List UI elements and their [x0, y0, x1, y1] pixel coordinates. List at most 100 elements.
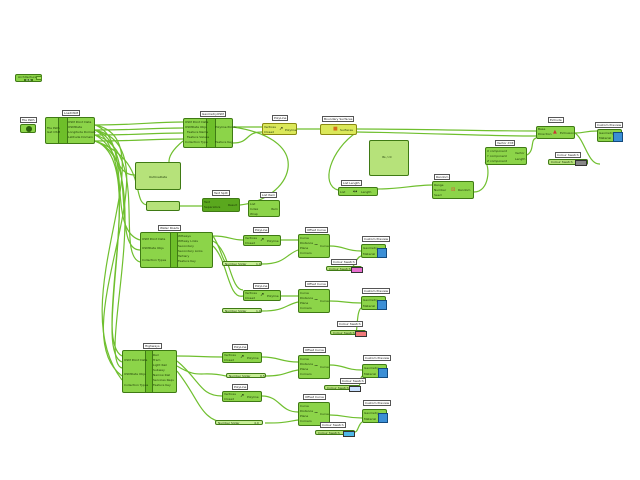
vector-in-z[interactable]: Z component [487, 159, 507, 163]
highways-node[interactable]: OSM Point Data OSMData Objs Collection T… [122, 350, 177, 393]
custom-preview-d-material[interactable]: Material [364, 417, 377, 421]
list-length-node[interactable]: List ↔ Length [338, 187, 378, 196]
polyline-c-in-vertices[interactable]: Vertices [224, 353, 236, 357]
custom-preview-d-node[interactable]: Geometry Material [362, 409, 388, 423]
highways-out-6[interactable]: Feature Key [153, 383, 171, 387]
custom-preview-c-node[interactable]: Geometry Material [362, 364, 388, 378]
geometry-in-1[interactable]: OSMData Objs [185, 125, 207, 129]
polyline-d-in-vertices[interactable]: Vertices [224, 392, 236, 396]
custom-preview-b-geometry[interactable]: Geometry [363, 298, 378, 302]
colour-swatch-top-node[interactable]: Colour Swatch [548, 159, 588, 166]
highways-out-0[interactable]: Rail [153, 353, 159, 357]
list-item-in-index[interactable]: Index [250, 207, 259, 211]
custom-preview-top-in-material[interactable]: Material [599, 136, 612, 140]
number-slider-c[interactable]: Number Slider 0.5 [226, 373, 266, 378]
highways-out-4[interactable]: Narrow Rail [153, 373, 171, 377]
geometry-in-3[interactable]: Feature Values [187, 135, 210, 139]
polyline-b-out[interactable]: Polyline [267, 294, 279, 298]
offset-b-in-plane[interactable]: Plane [300, 301, 309, 305]
load-osm-node[interactable]: File Path Get OSM OSM Point Data OSMData… [45, 117, 96, 144]
list-item-node[interactable]: List Index Wrap Item [248, 200, 280, 217]
polyline-d-in-closed[interactable]: Closed [224, 397, 235, 401]
offset-c-node[interactable]: Curve Distance Plane Corners ∽ Curve [298, 355, 330, 379]
text-split-in-text[interactable]: Text [204, 200, 211, 204]
load-osm-input-get[interactable]: Get OSM [47, 130, 61, 134]
load-osm-input-file[interactable]: File Path [47, 126, 60, 130]
custom-preview-a-node[interactable]: Geometry Material [361, 244, 387, 258]
colour-swatch-a-color[interactable] [351, 267, 363, 273]
highways-out-3[interactable]: Subway [153, 368, 165, 372]
water-roads-in-0[interactable]: OSM Point Data [142, 237, 166, 241]
highways-out-1[interactable]: Tram [153, 358, 161, 362]
text-split-out[interactable]: Result [228, 203, 238, 207]
water-roads-out-5[interactable]: Feature Key [178, 259, 196, 263]
offset-b-in-curve[interactable]: Curve [300, 291, 309, 295]
offset-a-node[interactable]: Curve Distance Plane Corners ∽ Curve [298, 234, 330, 258]
polyline-c-out[interactable]: Polyline [247, 356, 259, 360]
random-out[interactable]: Random [458, 188, 471, 192]
colour-swatch-a[interactable]: Colour Swatch [326, 266, 363, 273]
list-item-in-list[interactable]: List [250, 202, 256, 206]
custom-preview-b-material[interactable]: Material [363, 304, 376, 308]
geometry-in-4[interactable]: Collection Type [185, 140, 208, 144]
polyline-top-out[interactable]: Polyline [285, 128, 297, 132]
offset-b-in-distance[interactable]: Distance [300, 296, 314, 300]
water-roads-out-4[interactable]: Tertiary [178, 254, 190, 258]
list-length-out[interactable]: Length [361, 190, 372, 194]
offset-a-out[interactable]: Curve [320, 244, 329, 248]
small-text-panel[interactable] [146, 201, 180, 211]
polyline-a-in-closed[interactable]: Closed [245, 241, 256, 245]
polyline-a-out[interactable]: Polyline [267, 239, 279, 243]
offset-d-in-corners[interactable]: Corners [300, 419, 312, 423]
custom-preview-top-in-geometry[interactable]: Geometry [599, 131, 614, 135]
polyline-a-node[interactable]: Vertices Closed ↗ Polyline [243, 235, 281, 246]
number-slider-a[interactable]: Number Slider 1.0 [222, 261, 262, 266]
list-length-in[interactable]: List [340, 190, 346, 194]
custom-preview-d-geometry[interactable]: Geometry [364, 411, 379, 415]
colour-swatch-d[interactable]: Colour Swatch [315, 430, 355, 437]
offset-d-in-distance[interactable]: Distance [300, 409, 314, 413]
water-roads-out-2[interactable]: Secondary [178, 244, 194, 248]
list-item-out[interactable]: Item [271, 207, 278, 211]
polyline-c-node[interactable]: Vertices Closed ↗ Polyline [222, 352, 262, 363]
highways-in-1[interactable]: OSMData Objs [124, 372, 146, 376]
random-in-number[interactable]: Number [434, 188, 447, 192]
boundary-out[interactable]: Surfaces [340, 128, 353, 132]
colour-swatch-b[interactable]: Colour Swatch [330, 330, 367, 337]
colour-swatch-c[interactable]: Colour Swatch [324, 385, 361, 392]
extrude-in-base[interactable]: Base [538, 127, 546, 131]
polyline-b-in-vertices[interactable]: Vertices [245, 291, 257, 295]
water-roads-out-1[interactable]: WHway Links [178, 239, 198, 243]
architecture-toggle[interactable] [36, 76, 42, 80]
geometry-in-2[interactable]: Feature Name [187, 130, 209, 134]
custom-preview-c-geometry[interactable]: Geometry [364, 366, 379, 370]
geometry-out-0[interactable]: Polyline Points [215, 125, 237, 129]
geometry-osm-node[interactable]: OSM Point Data OSMData Objs Feature Name… [183, 118, 237, 148]
offset-c-in-corners[interactable]: Corners [300, 372, 312, 376]
number-slider-b[interactable]: Number Slider 1.0 [222, 308, 262, 313]
offset-b-out[interactable]: Curve [320, 299, 329, 303]
architecture-node[interactable]: Architecture 0.6 [15, 74, 42, 82]
polyline-d-node[interactable]: Vertices Closed ↗ Polyline [222, 391, 262, 402]
polyline-d-out[interactable]: Polyline [247, 395, 259, 399]
extrude-in-direction[interactable]: Direction [538, 132, 552, 136]
polyline-top-node[interactable]: Vertices Closed ↗ Polyline [262, 123, 297, 135]
custom-preview-a-material[interactable]: Material [363, 252, 376, 256]
custom-preview-a-geometry[interactable]: Geometry [363, 246, 378, 250]
offset-d-out[interactable]: Curve [320, 412, 329, 416]
polyline-b-in-closed[interactable]: Closed [245, 296, 256, 300]
offset-c-out[interactable]: Curve [320, 365, 329, 369]
polyline-top-in-vertices[interactable]: Vertices [264, 125, 276, 129]
water-roads-out-0[interactable]: WHways [178, 234, 191, 238]
offset-a-in-plane[interactable]: Plane [300, 246, 309, 250]
file-path-node[interactable] [20, 124, 36, 133]
highways-in-2[interactable]: Collection Types [124, 383, 149, 387]
geometry-out-1[interactable]: Feature Key [215, 140, 233, 144]
offset-a-in-distance[interactable]: Distance [300, 241, 314, 245]
offset-c-in-plane[interactable]: Plane [300, 367, 309, 371]
offset-a-in-corners[interactable]: Corners [300, 251, 312, 255]
colour-swatch-d-color[interactable] [343, 431, 355, 437]
offset-c-in-curve[interactable]: Curve [300, 357, 309, 361]
load-osm-out-1[interactable]: OSMData [68, 125, 83, 129]
random-in-seed[interactable]: Seed [434, 193, 442, 197]
